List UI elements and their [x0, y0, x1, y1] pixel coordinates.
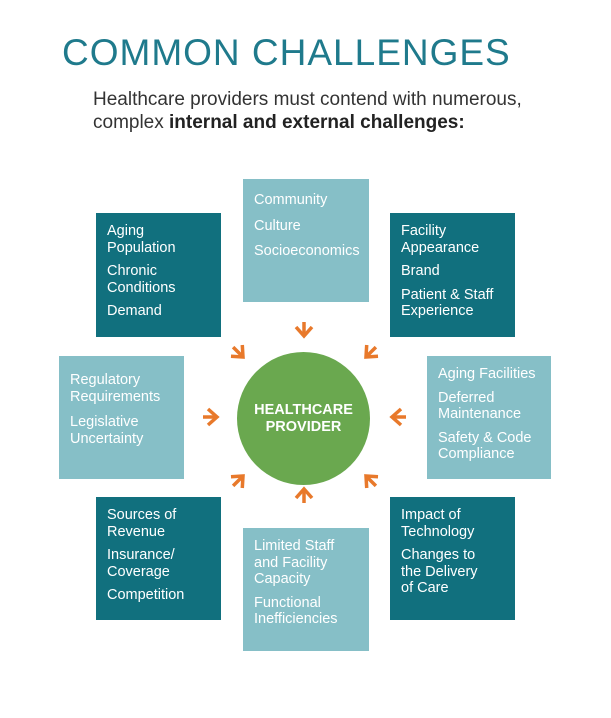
box-item: Insurance/ Coverage [107, 547, 175, 580]
subtitle-line-2-prefix: complex [93, 112, 170, 133]
box-item: Culture [254, 217, 301, 234]
box-item: Aging Facilities [438, 366, 536, 382]
box-item: Facility Appearance [401, 223, 480, 256]
arrow-up-right-icon [225, 468, 251, 494]
box-item: Competition [107, 587, 185, 603]
arrow-right-icon [201, 407, 219, 427]
box-middle-left: Regulatory Requirements Legislative Unce… [59, 356, 184, 479]
box-item: Aging Population [107, 223, 176, 256]
box-item: Chronic Conditions [107, 263, 176, 296]
arrow-down-left-icon [358, 339, 384, 365]
box-item: Functional Inefficiencies [254, 594, 338, 628]
arrow-up-icon [294, 487, 314, 505]
box-item: Demand [107, 303, 162, 319]
box-item: Socioeconomics [254, 243, 360, 259]
box-item: Patient & Staff Experience [401, 286, 494, 320]
box-item: Impact of Technology [401, 507, 475, 540]
subtitle-line-2: complex internal and external challenges… [93, 111, 522, 134]
box-item: Limited Staff and Facility Capacity [254, 538, 335, 587]
arrow-up-left-icon [358, 468, 384, 494]
box-item: Changes to the Delivery of Care [401, 547, 478, 596]
box-top-right: Facility Appearance Brand Patient & Staf… [390, 213, 515, 337]
box-item: Community [254, 192, 328, 208]
subtitle-line-2-bold: internal and external challenges: [169, 112, 465, 133]
box-bottom-right: Impact of Technology Changes to the Deli… [390, 497, 515, 620]
box-item: Legislative Uncertainty [70, 414, 144, 447]
arrow-left-icon [390, 407, 408, 427]
box-item: Deferred Maintenance [438, 389, 522, 423]
box-middle-right: Aging Facilities Deferred Maintenance Sa… [427, 356, 551, 479]
box-item: Sources of Revenue [107, 507, 177, 540]
arrow-down-icon [294, 320, 314, 338]
box-item: Safety & Code Compliance [438, 429, 532, 463]
page-title: COMMON CHALLENGES [62, 32, 511, 73]
box-item: Regulatory Requirements [70, 372, 161, 405]
box-top-center: Community Culture Socioeconomics [243, 179, 369, 302]
arrow-down-right-icon [225, 339, 251, 365]
subtitle: Healthcare providers must contend with n… [93, 88, 522, 134]
healthcare-provider-circle: HEALTHCARE PROVIDER [237, 352, 370, 485]
box-bottom-left: Sources of Revenue Insurance/ Coverage C… [96, 497, 221, 620]
box-bottom-center: Limited Staff and Facility Capacity Func… [243, 528, 369, 651]
box-top-left: Aging Population Chronic Conditions Dema… [96, 213, 221, 337]
box-item: Brand [401, 263, 440, 279]
subtitle-line-1: Healthcare providers must contend with n… [93, 89, 522, 110]
